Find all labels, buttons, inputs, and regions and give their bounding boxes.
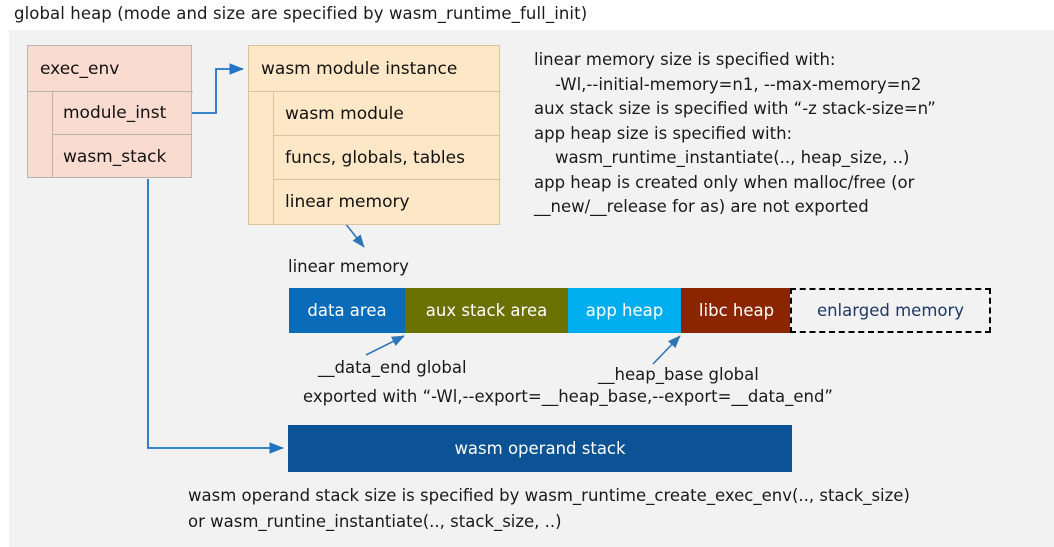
memory-segment-data-area: data area — [289, 288, 405, 333]
note-line-0: linear memory size is specified with: — [534, 50, 836, 69]
note-line-1: -Wl,--initial-memory=n1, --max-memory=n2 — [534, 74, 922, 94]
note-line-5: app heap is created only when malloc/fre… — [534, 172, 915, 192]
exec-env-header: exec_env — [28, 46, 193, 92]
wasm-module-instance-gutter — [249, 92, 274, 224]
linear-memory-bar-label: linear memory — [288, 257, 409, 276]
page-title: global heap (mode and size are specified… — [14, 4, 588, 23]
linear-memory-notes: linear memory size is specified with: -W… — [534, 48, 1034, 220]
annotation-exported-with: exported with “-Wl,--export=__heap_base,… — [303, 387, 833, 406]
wasm-module-instance-row-linear-memory: linear memory — [285, 192, 410, 212]
operand-stack-note-line-0: wasm operand stack size is specified by … — [188, 486, 910, 505]
annotation-data-end: __data_end global — [318, 358, 467, 377]
exec-env-row-wasm-stack: wasm_stack — [63, 146, 167, 167]
operand-stack-notes: wasm operand stack size is specified by … — [188, 483, 910, 535]
note-line-4: wasm_runtime_instantiate(.., heap_size, … — [534, 148, 910, 167]
operand-stack-note-line-1: or wasm_runtine_instantiate(.., stack_si… — [188, 512, 562, 531]
annotation-heap-base: __heap_base global — [598, 365, 759, 384]
memory-segment-libc-heap: libc heap — [681, 288, 792, 333]
wasm-module-instance-box: wasm module instance wasm module funcs, … — [248, 45, 500, 225]
exec-env-row-module-inst: module_inst — [53, 92, 192, 135]
memory-segment-enlarged-memory: enlarged memory — [790, 288, 991, 333]
wasm-module-instance-row-funcs-globals-tables: funcs, globals, tables — [274, 136, 499, 180]
wasm-module-instance-row-wasm-module: wasm module — [274, 92, 499, 136]
memory-segment-aux-stack-area: aux stack area — [405, 288, 568, 333]
exec-env-gutter — [28, 92, 53, 178]
memory-segment-app-heap: app heap — [568, 288, 681, 333]
note-line-2: aux stack size is specified with “-z sta… — [534, 99, 936, 118]
wasm-module-instance-header: wasm module instance — [249, 46, 499, 92]
note-line-3: app heap size is specified with: — [534, 123, 793, 143]
wasm-operand-stack-box: wasm operand stack — [288, 425, 792, 472]
exec-env-box: exec_env module_inst wasm_stack — [27, 45, 193, 178]
note-line-6: __new/__release for as) are not exported — [534, 197, 869, 216]
